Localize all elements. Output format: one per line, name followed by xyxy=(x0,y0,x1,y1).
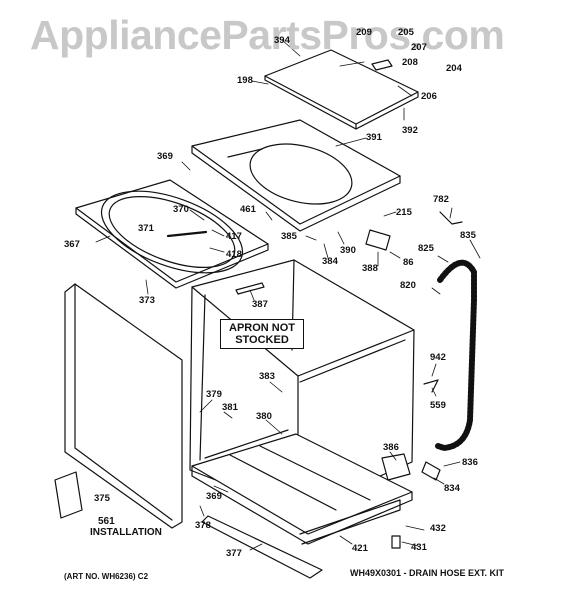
callout-label: 387 xyxy=(252,299,268,310)
callout-label: 86 xyxy=(403,257,414,268)
drain-hose-part xyxy=(435,259,477,451)
callout-label: 207 xyxy=(411,42,427,53)
callout-label: 782 xyxy=(433,194,449,205)
callout-label: 383 xyxy=(259,371,275,382)
callout-label: 367 xyxy=(64,239,80,250)
callout-label: 386 xyxy=(383,442,399,453)
callout-label: 198 xyxy=(237,75,253,86)
installation-text: INSTALLATION xyxy=(90,527,162,538)
callout-label: 370 xyxy=(173,204,189,215)
callout-label: 375 xyxy=(94,493,110,504)
lid-part xyxy=(264,49,419,130)
callout-label: 559 xyxy=(430,400,446,411)
callout-label: 394 xyxy=(274,35,290,46)
bracket-part xyxy=(365,229,391,251)
tub-ring-part xyxy=(75,179,269,289)
wire-harness-part xyxy=(439,211,463,225)
clip-part xyxy=(423,379,439,393)
callout-label: 209 xyxy=(356,27,372,38)
callout-label: 421 xyxy=(352,543,368,554)
callout-label: 461 xyxy=(240,204,256,215)
callout-label: 942 xyxy=(430,352,446,363)
callout-label: 377 xyxy=(226,548,242,559)
hose-clamp-part xyxy=(421,461,441,481)
callout-label: 204 xyxy=(446,63,462,74)
base-rail-part xyxy=(201,515,323,579)
callout-label: 208 xyxy=(402,57,418,68)
callout-label: 206 xyxy=(421,91,437,102)
callout-label: 388 xyxy=(362,263,378,274)
drain-hose-kit-note: WH49X0301 - DRAIN HOSE EXT. KIT xyxy=(350,568,505,578)
watermark-text: AppliancePartsPros.com xyxy=(30,12,505,58)
callout-label: 417 xyxy=(226,231,242,242)
front-panel-part xyxy=(64,283,183,529)
pump-part xyxy=(381,453,411,481)
base-frame-part xyxy=(191,433,413,545)
callout-label: 432 xyxy=(430,523,446,534)
callout-label: 825 xyxy=(418,243,434,254)
callout-label: 391 xyxy=(366,132,382,143)
callout-label: 820 xyxy=(400,280,416,291)
apron-note-line2: STOCKED xyxy=(235,334,289,346)
callout-label: 390 xyxy=(340,245,356,256)
callout-label: 380 xyxy=(256,411,272,422)
callout-label: 836 xyxy=(462,457,478,468)
installation-note: 561 INSTALLATION xyxy=(90,516,162,538)
callout-label: 205 xyxy=(398,27,414,38)
callout-label: 418 xyxy=(226,249,242,260)
top-cover-part xyxy=(191,119,401,232)
switch-part xyxy=(371,59,393,71)
callout-label: 373 xyxy=(139,295,155,306)
installation-number: 561 xyxy=(98,516,115,527)
apron-not-stocked-note: APRON NOT STOCKED xyxy=(220,319,304,349)
callout-label: 378 xyxy=(195,520,211,531)
callout-label: 834 xyxy=(444,483,460,494)
leveling-leg-part xyxy=(391,535,401,549)
callout-label: 379 xyxy=(206,389,222,400)
callout-label: 384 xyxy=(322,256,338,267)
callout-label: 371 xyxy=(138,223,154,234)
callout-label: 835 xyxy=(460,230,476,241)
callout-label: 431 xyxy=(411,542,427,553)
callout-label: 215 xyxy=(396,207,412,218)
art-number-note: (ART NO. WH6236) C2 xyxy=(64,572,149,581)
callout-label: 369 xyxy=(206,491,222,502)
callout-label: 385 xyxy=(281,231,297,242)
callout-label: 381 xyxy=(222,402,238,413)
callout-label: 392 xyxy=(402,125,418,136)
callout-label: 369 xyxy=(157,151,173,162)
manual-part xyxy=(54,471,83,519)
apron-note-line1: APRON NOT xyxy=(229,322,295,334)
